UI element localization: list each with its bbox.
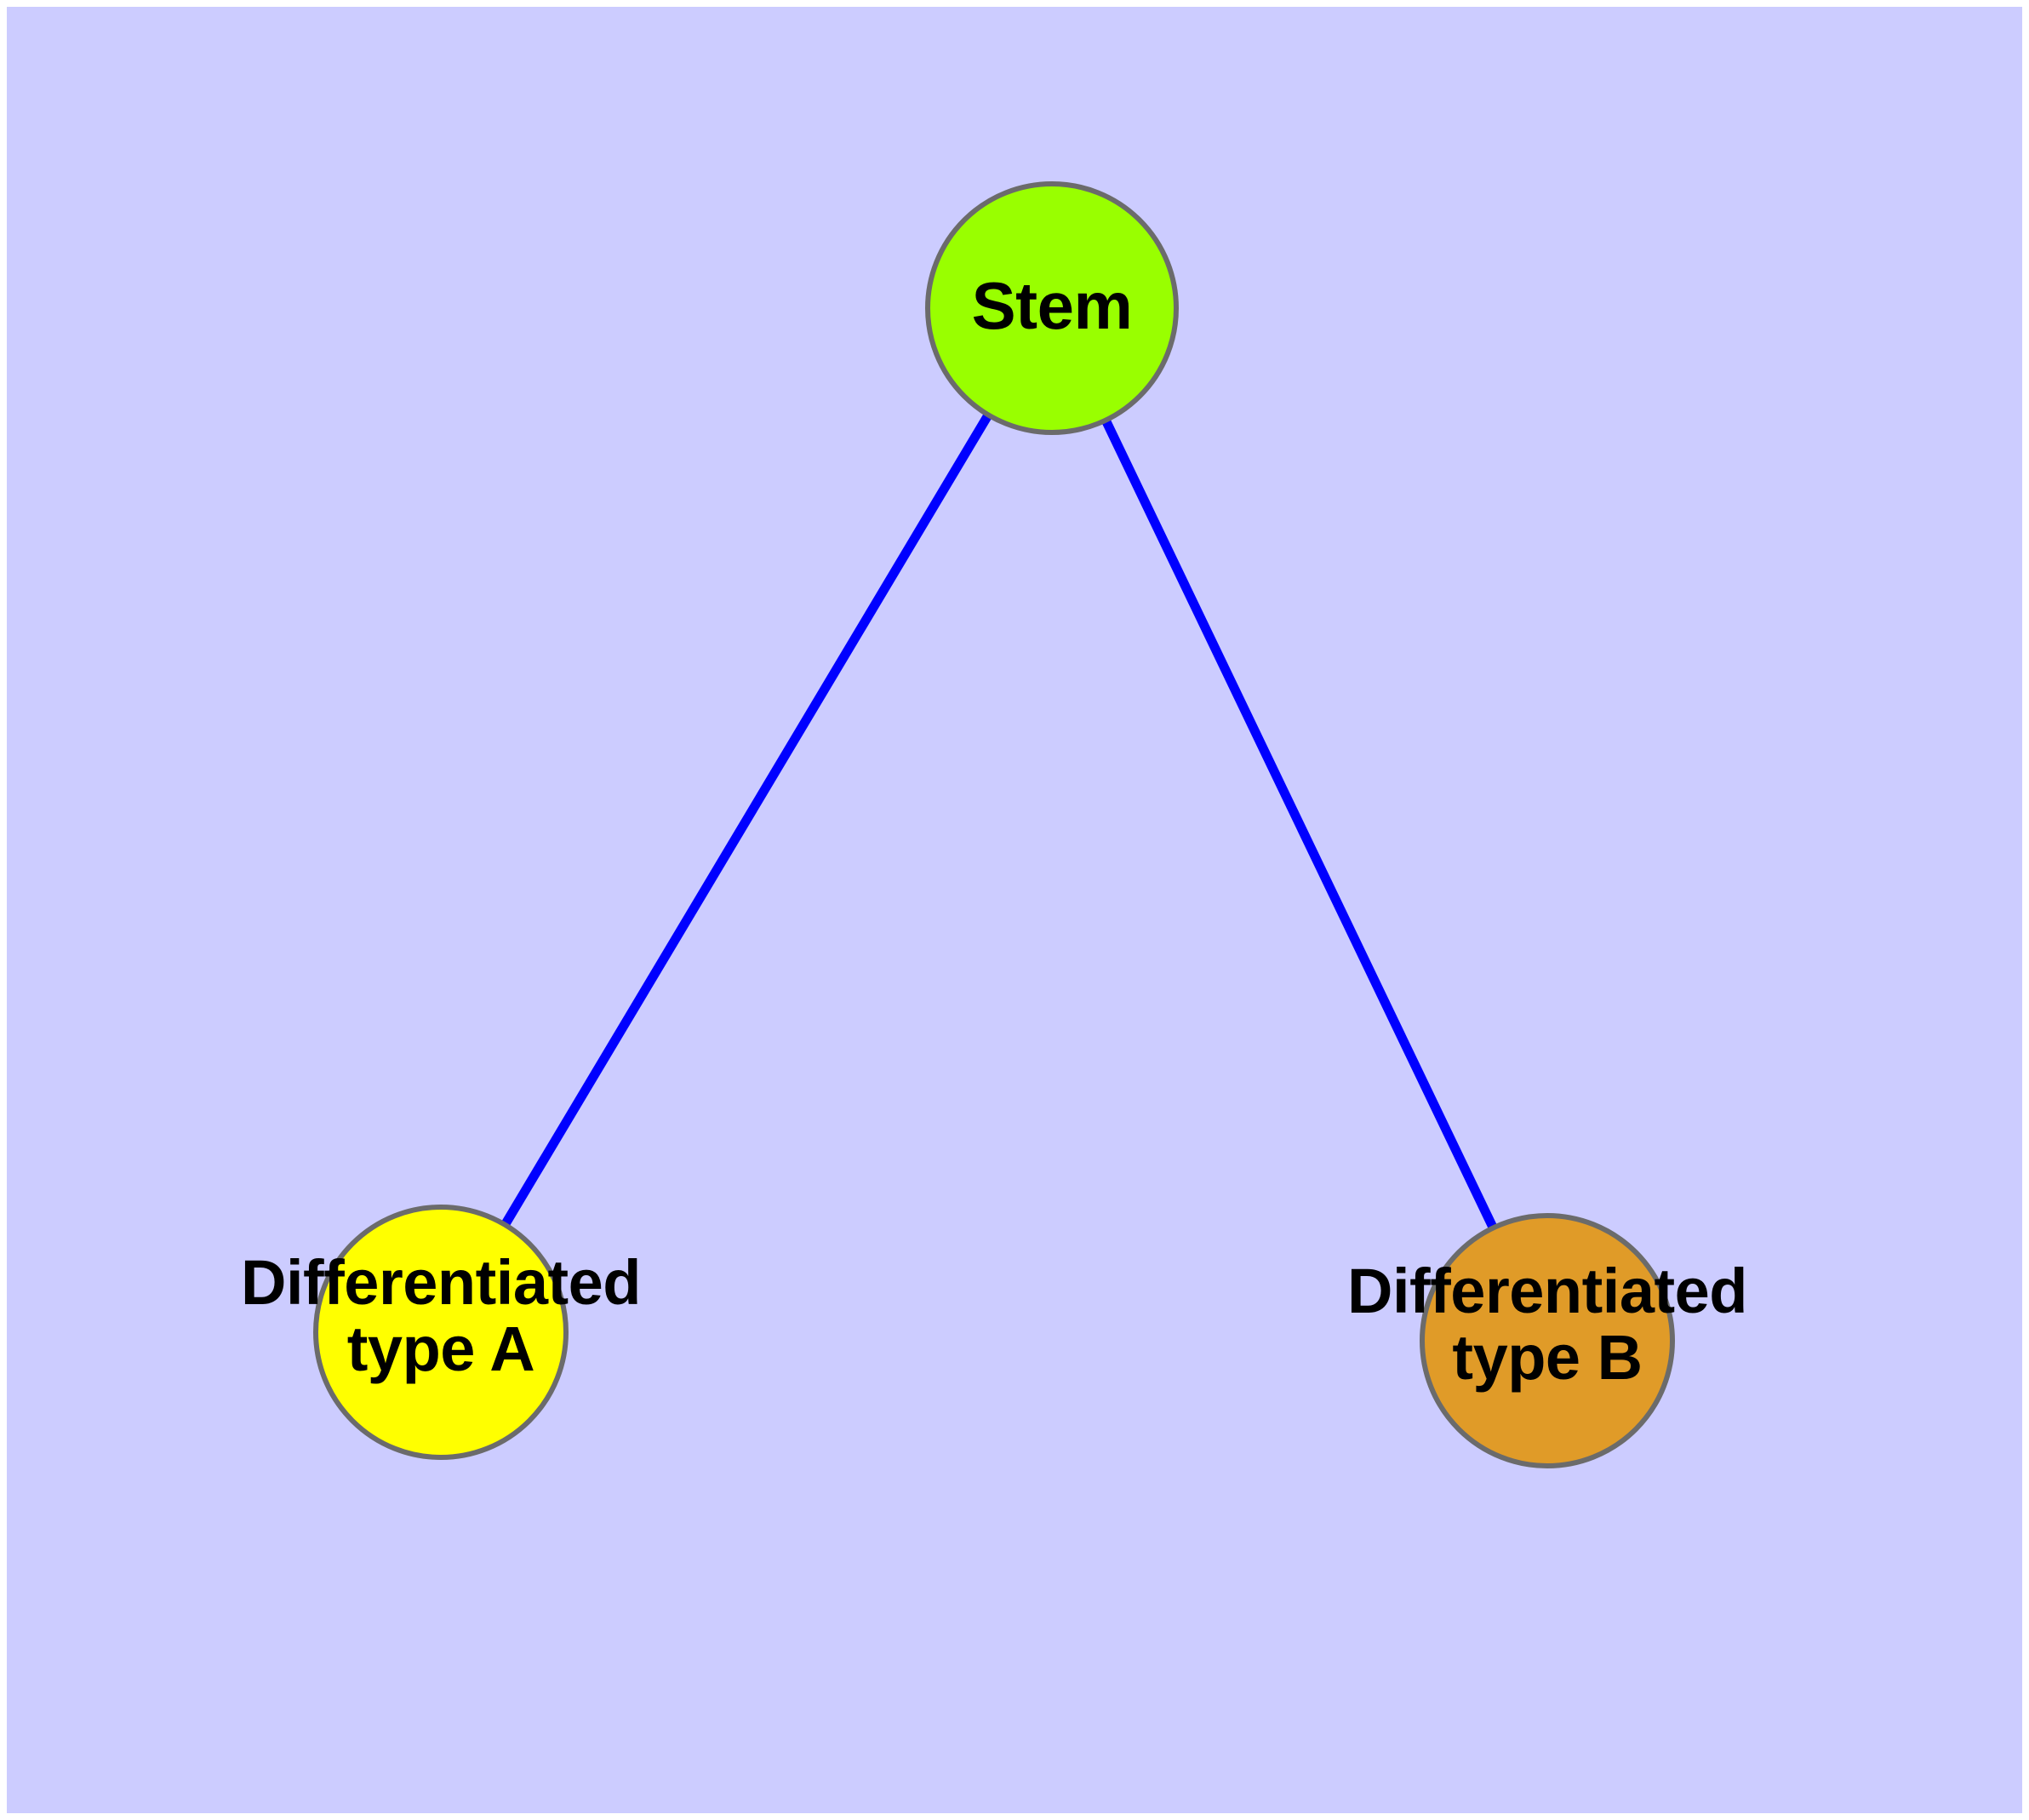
node-differentiated-type-a[interactable] — [313, 1205, 569, 1460]
edge-stem-to-differentiated-type-a — [437, 306, 1056, 1335]
edge-stem-to-differentiated-type-b — [1048, 306, 1552, 1343]
node-label-stem: Stem — [971, 268, 1133, 343]
node-label-differentiated-type-a: Differentiated type A — [241, 1247, 641, 1385]
node-label-differentiated-type-b: Differentiated type B — [1347, 1256, 1747, 1394]
node-stem[interactable] — [925, 181, 1179, 435]
node-differentiated-type-b[interactable] — [1420, 1213, 1675, 1468]
